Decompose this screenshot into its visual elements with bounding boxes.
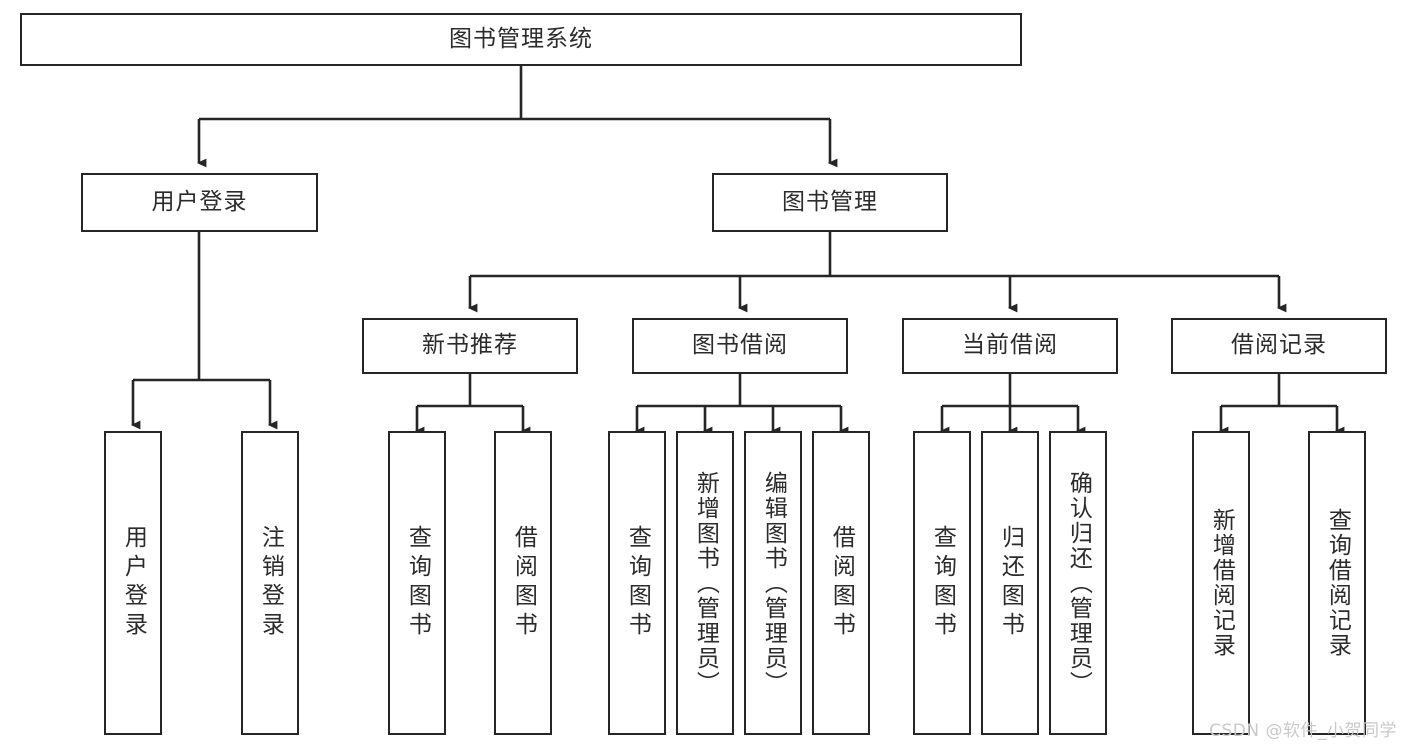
node-label: 新增借阅记录: [1208, 508, 1235, 658]
node-new-book-recommend[interactable]: 新书推荐: [362, 318, 578, 374]
node-label: 用户登录: [151, 188, 248, 215]
leaf-query-book-2[interactable]: 查询图书: [608, 431, 666, 735]
node-label: 借阅记录: [1231, 332, 1327, 359]
leaf-confirm-return[interactable]: 确认归还（管理员）: [1049, 431, 1107, 735]
node-label: 归还图书: [997, 525, 1024, 641]
node-book-borrow[interactable]: 图书借阅: [632, 318, 848, 374]
node-label: 用户登录: [120, 525, 147, 641]
csdn-watermark: CSDN @软件_小贺同学: [1209, 721, 1397, 741]
node-label: 查询图书: [624, 525, 651, 641]
leaf-query-record[interactable]: 查询借阅记录: [1308, 431, 1366, 735]
node-root-book-management-system[interactable]: 图书管理系统: [20, 13, 1022, 66]
node-label: 借阅图书: [510, 525, 537, 641]
node-label: 当前借阅: [962, 332, 1058, 359]
node-label: 借阅图书: [828, 525, 855, 641]
node-label: 新书推荐: [422, 332, 518, 359]
node-label: 新增图书（管理员）: [692, 470, 719, 696]
node-label: 图书借阅: [692, 332, 788, 359]
leaf-borrow-book-1[interactable]: 借阅图书: [494, 431, 552, 735]
node-label: 编辑图书（管理员）: [760, 470, 787, 696]
node-label: 查询借阅记录: [1324, 508, 1351, 658]
node-label: 注销登录: [257, 525, 284, 641]
node-label: 图书管理系统: [449, 25, 593, 52]
leaf-edit-book[interactable]: 编辑图书（管理员）: [744, 431, 802, 735]
node-book-management[interactable]: 图书管理: [712, 173, 948, 232]
node-label: 确认归还（管理员）: [1065, 470, 1092, 696]
node-borrow-record[interactable]: 借阅记录: [1171, 318, 1387, 374]
node-label: 图书管理: [782, 188, 878, 215]
node-user-login[interactable]: 用户登录: [81, 173, 318, 232]
leaf-query-book-1[interactable]: 查询图书: [388, 431, 446, 735]
leaf-add-record[interactable]: 新增借阅记录: [1192, 431, 1250, 735]
leaf-user-login[interactable]: 用户登录: [104, 431, 162, 735]
leaf-query-book-3[interactable]: 查询图书: [913, 431, 971, 735]
leaf-return-book[interactable]: 归还图书: [981, 431, 1039, 735]
node-label: 查询图书: [929, 525, 956, 641]
node-current-borrow[interactable]: 当前借阅: [902, 318, 1118, 374]
node-label: 查询图书: [404, 525, 431, 641]
leaf-user-logout[interactable]: 注销登录: [241, 431, 299, 735]
leaf-add-book[interactable]: 新增图书（管理员）: [676, 431, 734, 735]
leaf-borrow-book-2[interactable]: 借阅图书: [812, 431, 870, 735]
